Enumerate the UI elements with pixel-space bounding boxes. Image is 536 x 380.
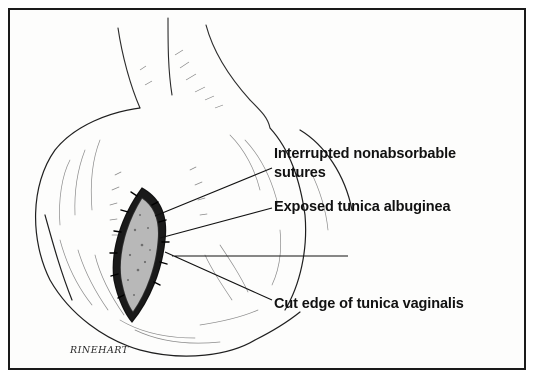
label-tunica-albuginea: Exposed tunica albuginea: [274, 198, 450, 217]
artist-signature: RINEHART: [70, 345, 129, 356]
incision: [110, 188, 169, 322]
label-interrupted-sutures: Interrupted nonabsorbable sutures: [274, 145, 514, 183]
leader-lines: [155, 168, 348, 300]
leader-vaginalis: [165, 252, 272, 300]
leader-albuginea: [160, 208, 272, 238]
label-sutures-line1: Interrupted nonabsorbable: [274, 145, 514, 164]
label-tunica-vaginalis: Cut edge of tunica vaginalis: [274, 295, 464, 314]
leader-sutures: [155, 168, 272, 216]
shaft-outline: [118, 18, 270, 128]
label-sutures-line2: sutures: [274, 164, 514, 183]
shaft-hatching: [140, 50, 223, 108]
